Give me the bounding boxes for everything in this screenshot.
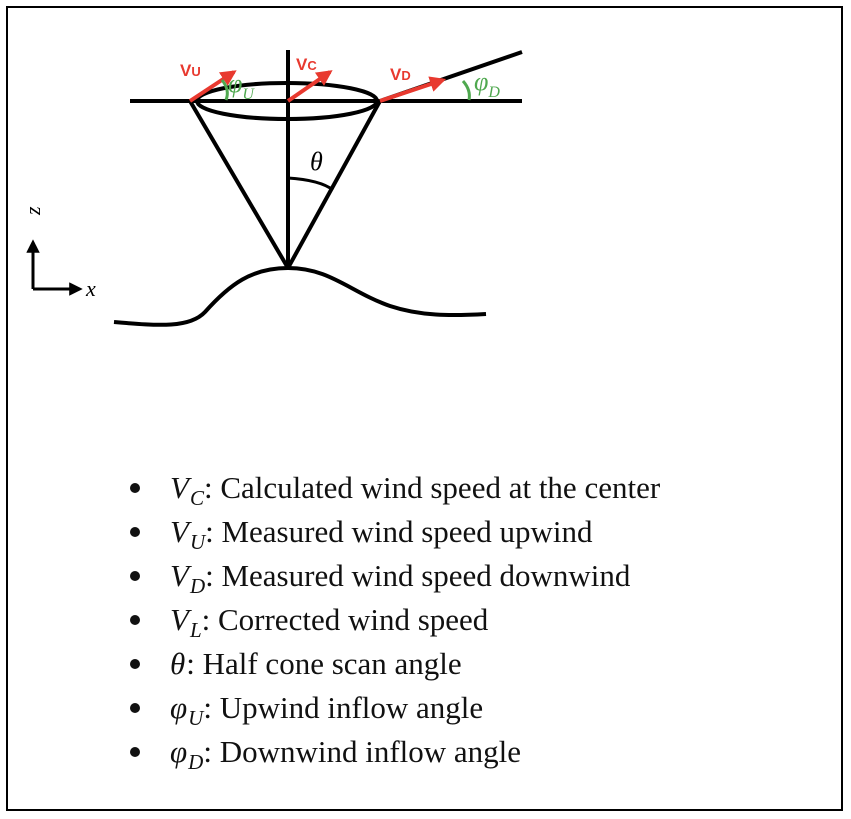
legend-item-theta: θ: Half cone scan angle bbox=[130, 642, 660, 686]
v-d-arrow bbox=[379, 76, 447, 103]
phi-u-arc bbox=[220, 79, 229, 101]
scan-ellipse bbox=[195, 81, 379, 121]
theta-arc bbox=[287, 176, 334, 192]
legend-item-vu: VU: Measured wind speed upwind bbox=[130, 510, 660, 554]
cone-left-side bbox=[188, 99, 290, 270]
theta-label: θ bbox=[310, 147, 323, 176]
legend-item-phi-d: φD: Downwind inflow angle bbox=[130, 730, 660, 774]
v-c-label: VC bbox=[296, 55, 317, 74]
z-axis-label: z⃗ bbox=[20, 189, 45, 216]
v-u-label: VU bbox=[180, 61, 201, 80]
cone-right-side bbox=[286, 100, 382, 269]
phi-d-arc bbox=[461, 80, 471, 101]
v-d-label: VD bbox=[390, 65, 411, 84]
legend-item-vd: VD: Measured wind speed downwind bbox=[130, 554, 660, 598]
v-u-arrow bbox=[188, 70, 237, 103]
legend-item-vc: VC: Calculated wind speed at the center bbox=[130, 466, 660, 510]
legend-item-phi-u: φU: Upwind inflow angle bbox=[130, 686, 660, 730]
legend-list: VC: Calculated wind speed at the center … bbox=[130, 466, 660, 774]
terrain-curve bbox=[113, 265, 487, 327]
v-c-arrow bbox=[286, 70, 333, 103]
x-axis-label: x⃗ bbox=[85, 276, 113, 301]
legend-item-vl: VL: Corrected wind speed bbox=[130, 598, 660, 642]
figure-frame bbox=[6, 6, 843, 811]
phi-u-label: φU bbox=[228, 69, 255, 103]
phi-d-label: φD bbox=[474, 67, 500, 101]
